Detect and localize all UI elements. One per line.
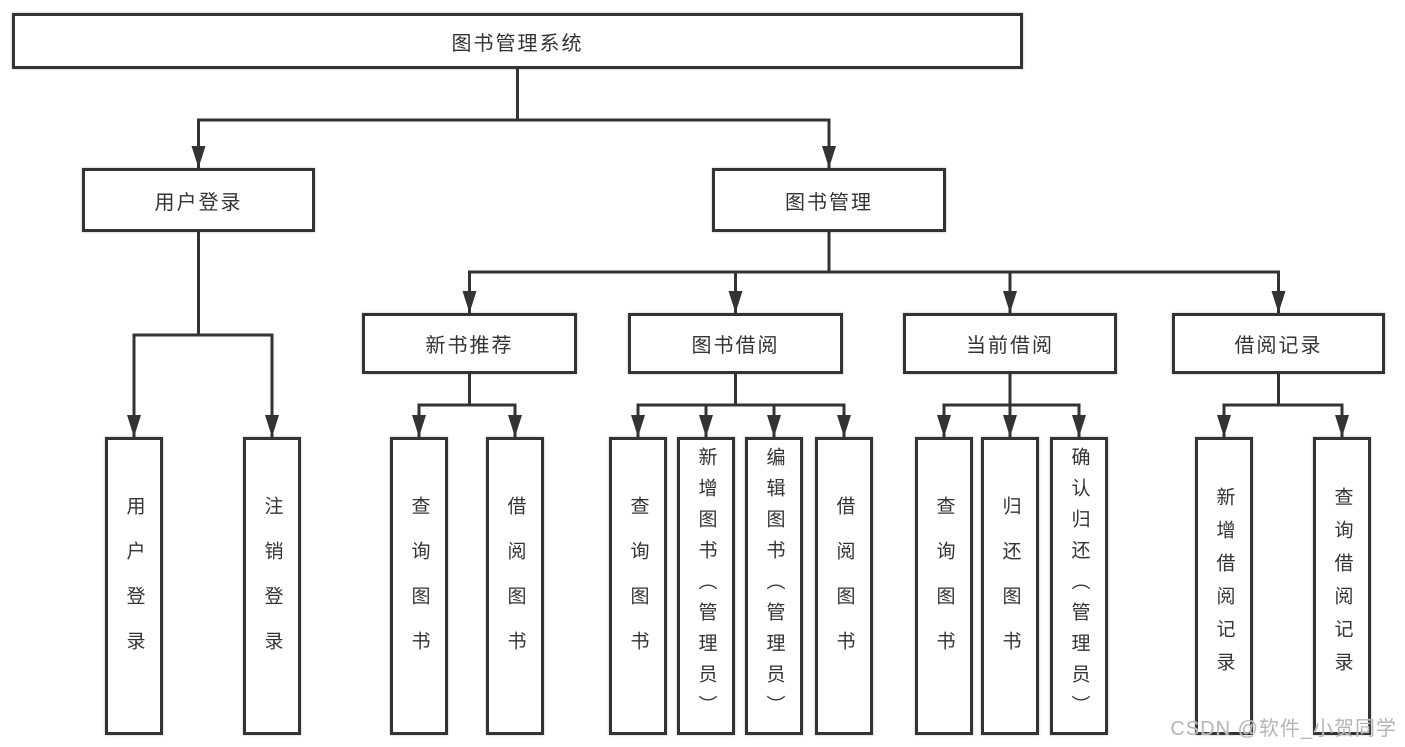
node-label: 编辑图书（管理员） (763, 446, 785, 726)
node-label: 注销登录 (261, 496, 283, 676)
node-label: 新增图书（管理员） (695, 446, 717, 726)
node-label: 图书管理系统 (451, 32, 584, 55)
node-book-borrowing: 图书借阅 (628, 313, 843, 374)
node-leaf-query-books-recommend: 查询图书 (390, 437, 448, 735)
node-leaf-add-borrow-record: 新增借阅记录 (1195, 437, 1253, 735)
node-label: 借阅图书 (504, 496, 526, 676)
node-new-book-recommend: 新书推荐 (362, 313, 577, 374)
node-leaf-logout: 注销登录 (243, 437, 301, 735)
node-label: 图书借阅 (691, 335, 780, 357)
connector-book-borrow-branch (631, 374, 851, 437)
node-leaf-return-books: 归还图书 (981, 437, 1039, 735)
node-user-login: 用户登录 (82, 168, 315, 232)
node-leaf-query-borrow-record: 查询借阅记录 (1313, 437, 1371, 735)
node-current-borrowing: 当前借阅 (903, 313, 1117, 374)
node-label: 用户登录 (123, 496, 145, 676)
node-borrowing-records: 借阅记录 (1172, 313, 1385, 374)
connector-new-book-branch (412, 374, 522, 437)
node-leaf-query-books-current: 查询图书 (915, 437, 973, 735)
node-label: 查询图书 (408, 496, 430, 676)
node-book-management: 图书管理 (712, 168, 946, 232)
node-label: 查询借阅记录 (1331, 487, 1353, 685)
connector-root-to-level2 (191, 69, 836, 168)
node-label: 归还图书 (999, 496, 1021, 676)
node-label: 用户登录 (154, 191, 243, 214)
connector-current-borrow-branch (937, 374, 1086, 437)
node-leaf-borrow-books: 借阅图书 (815, 437, 873, 735)
node-leaf-query-books-borrow: 查询图书 (609, 437, 667, 735)
node-label: 借阅图书 (833, 496, 855, 676)
node-label: 新增借阅记录 (1213, 487, 1235, 685)
connector-user-login-branch (127, 232, 279, 437)
node-label: 确认归还（管理员） (1068, 446, 1090, 726)
node-leaf-add-books-admin: 新增图书（管理员） (677, 437, 735, 735)
connector-book-management-branch (462, 232, 1286, 313)
node-label: 借阅记录 (1234, 335, 1323, 357)
node-label: 图书管理 (785, 191, 873, 214)
node-label: 新书推荐 (425, 335, 514, 357)
node-leaf-edit-books-admin: 编辑图书（管理员） (745, 437, 803, 735)
node-leaf-user-login: 用户登录 (105, 437, 163, 735)
node-label: 查询图书 (933, 496, 955, 676)
csdn-watermark: CSDN @软件_小贺同学 (1170, 718, 1397, 740)
node-label: 查询图书 (627, 496, 649, 676)
node-leaf-borrow-books-recommend: 借阅图书 (486, 437, 544, 735)
node-label: 当前借阅 (966, 335, 1054, 357)
node-library-management-system: 图书管理系统 (12, 13, 1023, 69)
node-leaf-confirm-return-admin: 确认归还（管理员） (1050, 437, 1108, 735)
connector-borrow-record-branch (1217, 374, 1349, 437)
